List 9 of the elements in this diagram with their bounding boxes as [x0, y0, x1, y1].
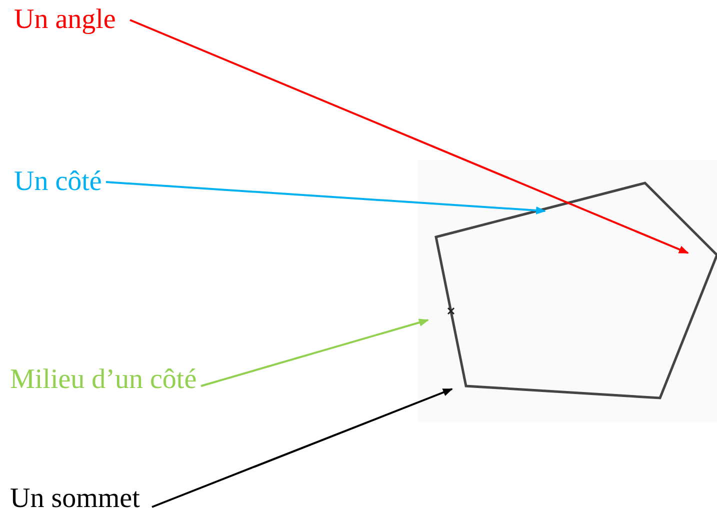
leader-arrow	[152, 388, 453, 508]
part-label: Un sommet	[10, 483, 140, 515]
part-label: Milieu d’un côté	[10, 364, 197, 396]
leader-arrow	[200, 318, 429, 387]
part-label: Un côté	[14, 166, 102, 198]
part-label: Un angle	[14, 4, 116, 36]
pentagon-drawing	[418, 160, 717, 422]
leader-arrow	[130, 19, 689, 254]
leader-arrow	[106, 181, 546, 214]
